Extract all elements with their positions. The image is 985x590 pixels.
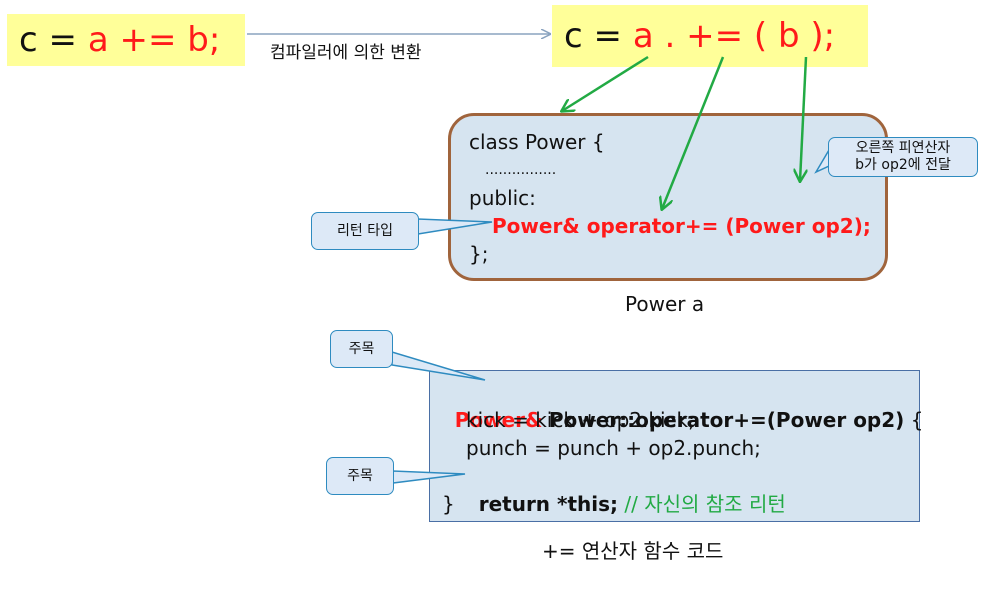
open-brace: { <box>910 408 924 432</box>
plus-assign-op: += <box>686 16 744 56</box>
callout-tail-note1 <box>391 350 486 381</box>
class-line-3: public: <box>469 186 536 210</box>
return-comment: // 자신의 참조 리턴 <box>624 492 786 516</box>
callout-right-operand: 오른쪽 피연산자 b가 op2에 전달 <box>828 137 978 177</box>
class-caption: Power a <box>625 292 705 316</box>
arrow-b-to-param <box>800 56 806 181</box>
var-c: c <box>19 20 38 60</box>
left-paren: ( <box>753 16 768 56</box>
compile-label: 컴파일러에 의한 변환 <box>270 43 422 63</box>
func-line-5: } <box>442 492 455 516</box>
function-definition-box <box>429 370 920 522</box>
right-paren: ); <box>810 16 836 56</box>
plus-assign-op: += <box>119 20 177 60</box>
var-b: b <box>777 16 800 56</box>
assign-op: = <box>593 16 623 56</box>
callout-return-type: 리턴 타입 <box>311 212 419 250</box>
func-line-3: punch = punch + op2.punch; <box>466 436 761 460</box>
class-line-2: ................ <box>485 162 557 178</box>
var-a: a <box>632 16 654 56</box>
var-a: a <box>87 20 109 60</box>
function-signature: Power::operator+=(Power op2) <box>548 408 905 432</box>
callout-tail-return-type <box>417 218 493 235</box>
callout-note-2: 주목 <box>326 457 394 495</box>
target-expression: c = a . += ( b ); <box>552 5 868 67</box>
assign-op: = <box>48 20 78 60</box>
dot-op: . <box>664 16 676 56</box>
callout-note-1: 주목 <box>330 330 393 368</box>
source-expression: c = a += b; <box>7 14 245 66</box>
return-statement: return *this; <box>478 492 619 516</box>
arrow-a-to-class <box>562 55 649 111</box>
class-line-5: }; <box>469 242 489 266</box>
arrow-op-to-operator <box>662 56 725 209</box>
return-type: Power& <box>454 408 543 432</box>
callout-tail-note2 <box>392 470 466 484</box>
func-line-4: return *this; // 자신의 참조 리턴 <box>466 462 786 518</box>
func-line-2: kick = kick + op2.kick; <box>466 408 695 432</box>
var-c: c <box>564 16 583 56</box>
function-caption: += 연산자 함수 코드 <box>542 539 724 563</box>
func-line-1: Power& Power::operator+=(Power op2) { <box>442 378 924 434</box>
var-b: b; <box>187 20 221 60</box>
class-line-1: class Power { <box>469 130 605 154</box>
operator-declaration: Power& operator+= (Power op2); <box>492 214 871 238</box>
